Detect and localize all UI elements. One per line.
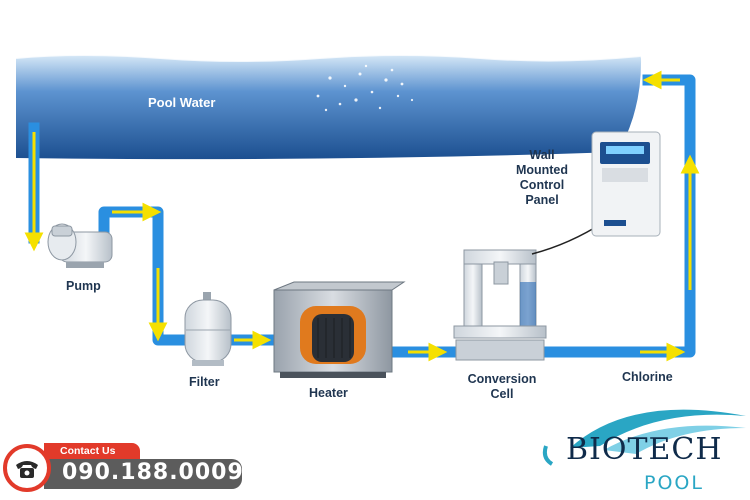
phone-number[interactable]: 090.188.0009 [62,460,244,485]
telephone-icon[interactable] [3,444,51,492]
heater-equipment [273,281,406,378]
phone-bar[interactable] [44,459,242,489]
label-heater: Heater [309,386,348,400]
label-pool-water: Pool Water [148,95,216,110]
brand-logo-subtext: POOL [644,472,704,494]
flow-arrows [24,70,700,362]
label-control-panel-line4: Panel [525,193,559,207]
label-control-panel-line2: Mounted [515,163,569,177]
label-control-panel-line1: Wall [529,148,555,162]
label-chlorine: Chlorine [622,370,673,384]
label-filter: Filter [189,375,220,389]
label-conversion-cell-line2: Cell [490,387,514,401]
telephone-icon-glyph [16,461,38,478]
label-pump: Pump [66,279,101,293]
brand-logo-text: BIOTECH [566,432,723,467]
label-conversion-cell: Conversion Cell [462,372,542,402]
pump-equipment [47,223,113,268]
label-control-panel-line3: Control [519,178,565,192]
control-panel-device [591,131,661,237]
conversion-cell-equipment [453,221,605,361]
contact-us-tab[interactable]: Contact Us [44,443,140,460]
label-conversion-cell-line1: Conversion [467,372,537,386]
pool-water [15,40,642,160]
label-control-panel: Wall Mounted Control Panel [506,148,578,208]
brand-wave-icon [542,409,746,466]
filter-equipment [184,292,232,366]
